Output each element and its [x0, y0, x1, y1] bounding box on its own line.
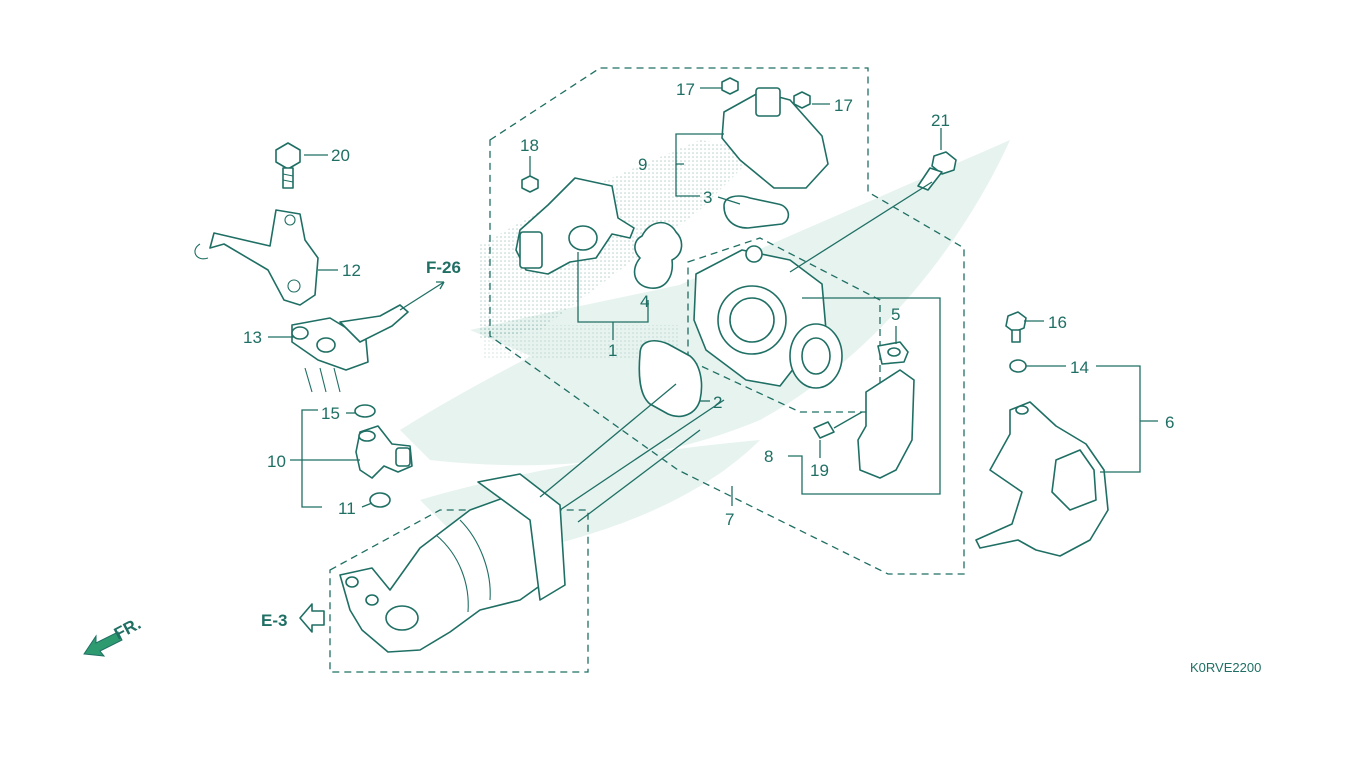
callout-11: 11 — [338, 499, 356, 518]
leader-lines — [268, 87, 1158, 523]
throttle-body — [693, 245, 843, 389]
callout-21: 21 — [931, 111, 950, 130]
sensor-10 — [355, 425, 413, 479]
callout-10: 10 — [267, 452, 286, 471]
throttle-body-outline — [687, 237, 881, 413]
front-arrow — [83, 631, 123, 657]
callout-6: 6 — [1165, 413, 1174, 432]
bolt-21 — [917, 151, 957, 191]
sensor-9 — [721, 87, 829, 189]
bracket-12 — [194, 209, 319, 306]
bolt-16 — [1005, 311, 1027, 343]
assembly-outline-7 — [489, 67, 965, 575]
callout-17-right: 17 — [834, 96, 853, 115]
gasket-4 — [633, 221, 683, 289]
callout-12: 12 — [342, 261, 361, 280]
clamp-13 — [291, 304, 409, 393]
callout-8: 8 — [764, 447, 773, 466]
cover-6 — [975, 401, 1109, 557]
washer-14 — [1009, 359, 1027, 373]
stipple-shading — [480, 140, 760, 360]
bracket-5 — [877, 341, 909, 365]
callout-5: 5 — [891, 305, 900, 324]
screw-19 — [813, 411, 863, 439]
callout-7: 7 — [725, 510, 734, 529]
gasket-2 — [638, 340, 703, 418]
callout-16: 16 — [1048, 313, 1067, 332]
callout-1: 1 — [608, 341, 617, 360]
screw-17-left — [721, 77, 739, 95]
callout-14: 14 — [1070, 358, 1089, 377]
screw-17-right — [793, 91, 811, 109]
screw-18 — [521, 175, 539, 193]
bolt-20 — [275, 142, 301, 189]
sensor-1 — [515, 177, 635, 275]
callout-13: 13 — [243, 328, 262, 347]
ref-e3-label: E-3 — [261, 611, 287, 630]
o-ring-15 — [354, 404, 376, 418]
callout-17-left: 17 — [676, 80, 695, 99]
callout-2: 2 — [713, 393, 722, 412]
callout-20: 20 — [331, 146, 350, 165]
gasket-3 — [723, 195, 790, 229]
intake-elbow — [339, 473, 566, 653]
cover-8 — [857, 369, 915, 479]
washer-11 — [369, 492, 391, 508]
callout-9: 9 — [638, 155, 647, 174]
diagram-code: K0RVE2200 — [1190, 660, 1261, 675]
callout-19: 19 — [810, 461, 829, 480]
callout-4: 4 — [640, 292, 649, 311]
callout-15: 15 — [321, 404, 340, 423]
ref-e3-arrow — [299, 603, 325, 633]
callout-18: 18 — [520, 136, 539, 155]
callout-3: 3 — [703, 188, 712, 207]
ref-f26-label: F-26 — [426, 258, 461, 277]
intake-outline — [329, 509, 589, 673]
